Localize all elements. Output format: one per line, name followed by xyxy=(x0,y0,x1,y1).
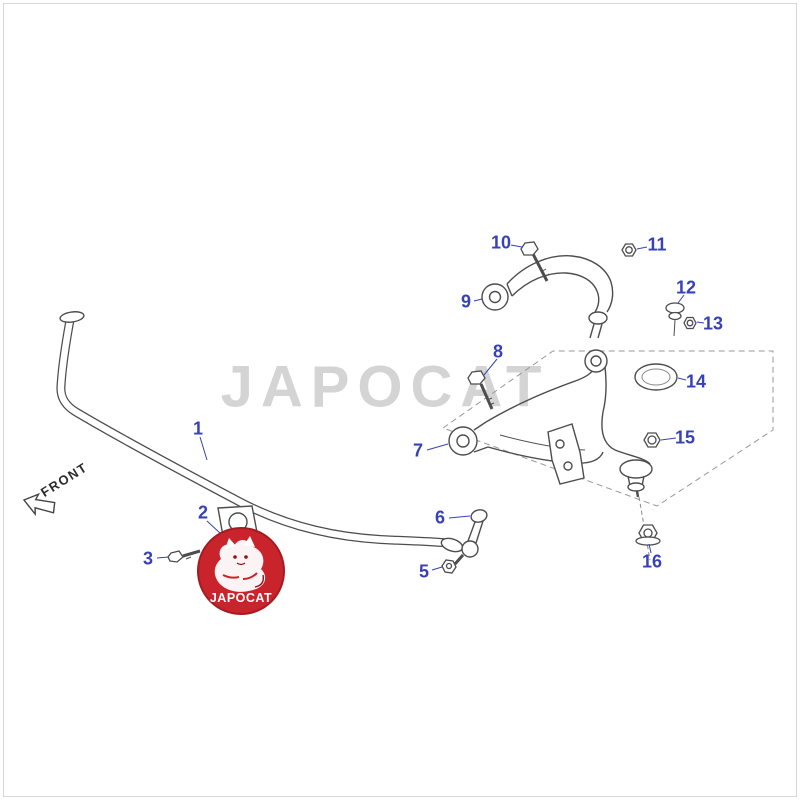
nut-15 xyxy=(643,432,661,448)
nut-11 xyxy=(621,243,637,257)
callout-12: 12 xyxy=(675,277,697,298)
callout-8: 8 xyxy=(492,341,504,362)
callout-10: 10 xyxy=(490,232,512,253)
leader-lines xyxy=(156,244,705,571)
japocat-logo: JAPOCAT xyxy=(197,527,285,615)
watermark-text: JAPOCAT xyxy=(220,354,550,420)
balljoint-dust-cover xyxy=(634,363,678,391)
callout-7: 7 xyxy=(412,440,424,461)
callout-16: 16 xyxy=(641,551,663,572)
callout-14: 14 xyxy=(685,371,707,392)
callout-15: 15 xyxy=(674,427,696,448)
nut-13 xyxy=(683,316,697,330)
callout-13: 13 xyxy=(702,313,724,334)
callout-3: 3 xyxy=(142,548,154,569)
callout-5: 5 xyxy=(418,561,430,582)
cam-washer-12 xyxy=(665,302,685,337)
cat-illustration xyxy=(214,536,266,592)
callout-2: 2 xyxy=(197,502,209,523)
logo-text: JAPOCAT xyxy=(210,591,272,605)
callout-6: 6 xyxy=(434,507,446,528)
callout-1: 1 xyxy=(192,418,204,439)
bolt-10 xyxy=(520,241,550,282)
bolt-8 xyxy=(467,370,495,410)
stabilizer-bar xyxy=(56,311,464,553)
dashed-assembly-outline xyxy=(441,350,774,507)
nut-16 xyxy=(635,524,661,546)
lower-control-arm xyxy=(448,349,653,498)
upper-control-arm xyxy=(481,255,614,339)
clamp-bolt xyxy=(167,549,201,563)
front-arrow-icon xyxy=(22,492,56,517)
callout-11: 11 xyxy=(647,234,667,255)
callout-9: 9 xyxy=(460,291,472,312)
link-nut xyxy=(441,559,457,574)
stabilizer-link xyxy=(453,509,488,565)
